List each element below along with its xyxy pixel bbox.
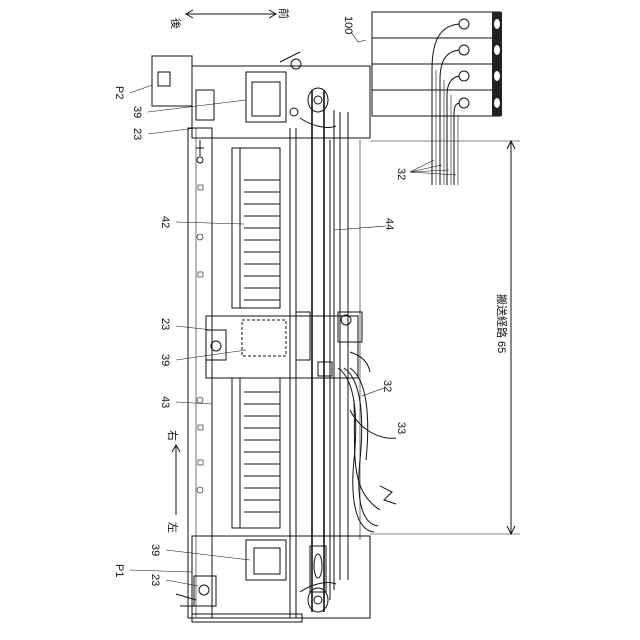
ref-32-right: 32 [381,380,393,392]
platen-43 [232,378,280,528]
ref-23-top: 23 [131,128,143,140]
label-back: 後 [169,18,183,29]
ref-23-bottom: 23 [149,574,161,586]
label-left: 左 [166,522,179,533]
ref-39-bottom: 39 [149,544,161,556]
label-right: 右 [166,430,180,441]
unit-p1 [176,536,370,622]
ink-cartridge-unit [372,12,502,185]
platen-ribs [244,180,280,512]
left-right-direction-arrow [172,445,180,515]
label-front: 前 [277,8,291,19]
ref-100: 100 [342,16,354,34]
ref-32-top-leaders [410,160,456,175]
ref-39-top: 39 [131,106,143,118]
ref-43: 43 [159,396,171,408]
ref-44: 44 [383,218,395,230]
transport-belt [300,88,336,612]
ref-42: 42 [159,216,171,228]
ref-33: 33 [395,422,407,434]
ref-23-mid: 23 [159,318,171,330]
cable-33 [350,400,396,510]
transport-path-label: 搬送経路 65 [495,294,509,353]
ref-32-top: 32 [395,168,407,180]
ref-p1: P1 [113,564,125,577]
front-back-direction-arrow [186,10,276,18]
carriage-middle [206,312,370,378]
ref-p2: P2 [113,86,125,99]
ref-39-mid: 39 [159,354,171,366]
